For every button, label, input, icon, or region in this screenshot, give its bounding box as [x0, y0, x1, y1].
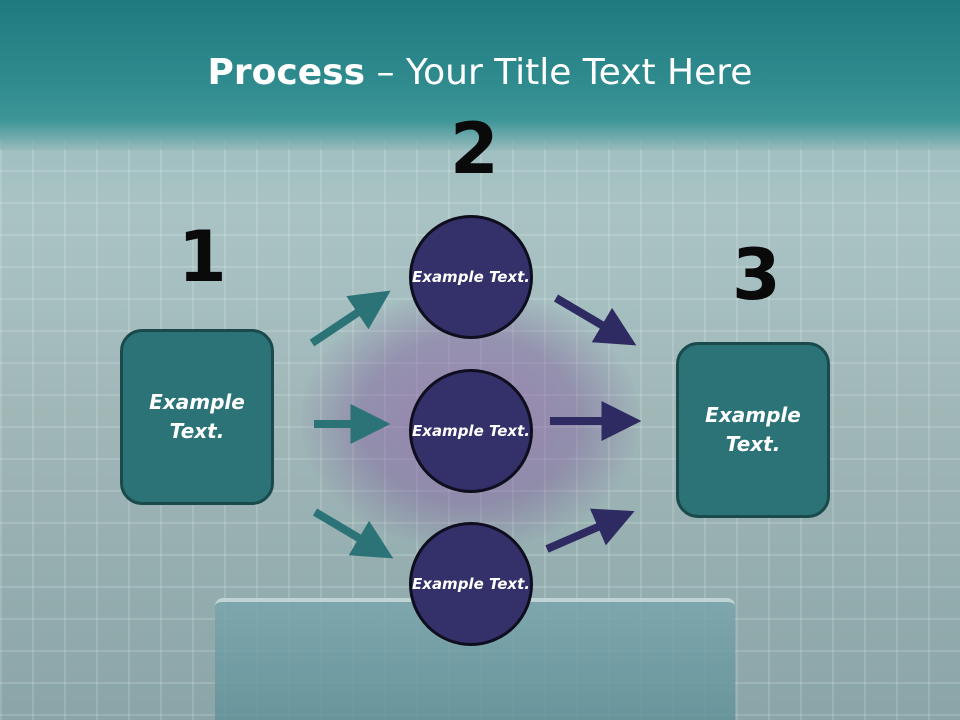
- arrow-bottom-to-right: [545, 508, 635, 553]
- circle-middle-label: Example Text.: [412, 421, 530, 440]
- circle-top-label: Example Text.: [412, 267, 530, 286]
- arrow-left-to-top: [309, 290, 391, 347]
- circle-top: Example Text.: [409, 215, 533, 339]
- step-number-1: 1: [178, 216, 227, 298]
- step-number-3: 3: [732, 234, 781, 316]
- right-step-label: Example Text.: [705, 403, 801, 456]
- title-rest: – Your Title Text Here: [365, 52, 753, 93]
- arrow-top-to-right: [553, 294, 637, 346]
- circle-middle: Example Text.: [409, 369, 533, 493]
- arrow-left-to-bottom: [312, 508, 394, 559]
- title-bold: Process: [207, 52, 366, 93]
- header-band: [0, 0, 960, 150]
- left-step-label: Example Text.: [149, 390, 245, 443]
- right-step-box: Example Text.: [676, 342, 830, 518]
- circle-bottom: Example Text.: [409, 522, 533, 646]
- step-number-2: 2: [450, 108, 499, 190]
- left-step-box: Example Text.: [120, 329, 274, 505]
- circle-bottom-label: Example Text.: [412, 574, 530, 593]
- slide-title: Process – Your Title Text Here: [0, 52, 960, 93]
